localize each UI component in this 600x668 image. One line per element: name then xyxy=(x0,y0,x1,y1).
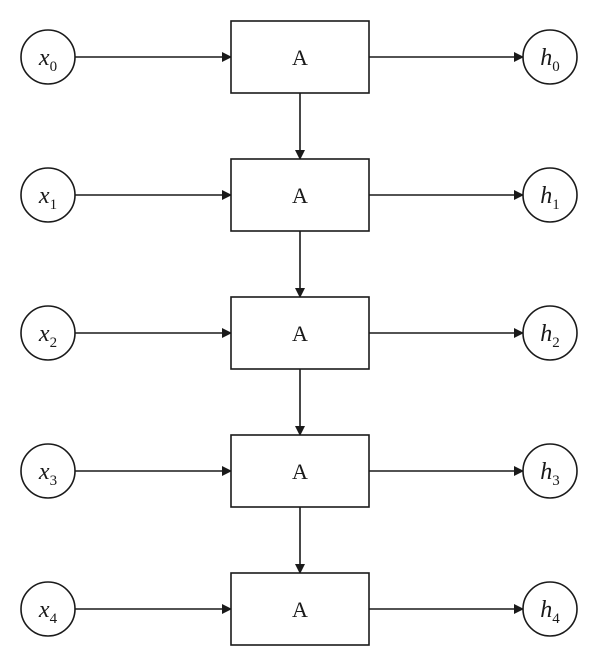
output-node-2 xyxy=(522,305,578,361)
cell-box-1 xyxy=(230,158,370,232)
input-label-0-subscript: 0 xyxy=(50,59,58,75)
output-label-3: h3 xyxy=(540,459,560,489)
output-node-4 xyxy=(522,581,578,637)
output-label-3-var: h xyxy=(540,459,552,485)
output-label-0: h0 xyxy=(540,45,560,75)
output-label-3-subscript: 3 xyxy=(552,473,560,489)
output-label-1: h1 xyxy=(540,183,560,213)
output-label-4-var: h xyxy=(540,597,552,623)
input-label-0-var: x xyxy=(38,45,50,71)
input-label-1-var: x xyxy=(38,183,50,209)
output-label-0-subscript: 0 xyxy=(552,59,560,75)
cell-label-3: A xyxy=(292,459,308,484)
output-node-0 xyxy=(522,29,578,85)
input-label-4: x4 xyxy=(38,597,58,627)
cell-label-2: A xyxy=(292,321,308,346)
cell-label-4: A xyxy=(292,597,308,622)
output-label-2: h2 xyxy=(540,321,560,351)
input-label-2-subscript: 2 xyxy=(50,335,58,351)
input-label-2-var: x xyxy=(38,321,50,347)
input-label-3-var: x xyxy=(38,459,50,485)
input-label-3-subscript: 3 xyxy=(50,473,58,489)
cell-label-1: A xyxy=(292,183,308,208)
output-node-1 xyxy=(522,167,578,223)
input-label-4-subscript: 4 xyxy=(50,611,58,627)
input-label-3: x3 xyxy=(38,459,57,489)
input-label-2: x2 xyxy=(38,321,57,351)
input-label-4-var: x xyxy=(38,597,50,623)
output-label-2-subscript: 2 xyxy=(552,335,560,351)
output-label-2-var: h xyxy=(540,321,552,347)
input-label-1: x1 xyxy=(38,183,57,213)
output-label-1-subscript: 1 xyxy=(552,197,560,213)
output-label-4-subscript: 4 xyxy=(552,611,560,627)
output-label-1-var: h xyxy=(540,183,552,209)
cell-label-0: A xyxy=(292,45,308,70)
input-label-1-subscript: 1 xyxy=(50,197,58,213)
output-node-3 xyxy=(522,443,578,499)
input-label-0: x0 xyxy=(38,45,57,75)
output-label-0-var: h xyxy=(540,45,552,71)
output-label-4: h4 xyxy=(540,597,560,627)
cell-box-3 xyxy=(230,434,370,508)
cell-box-4 xyxy=(230,572,370,646)
